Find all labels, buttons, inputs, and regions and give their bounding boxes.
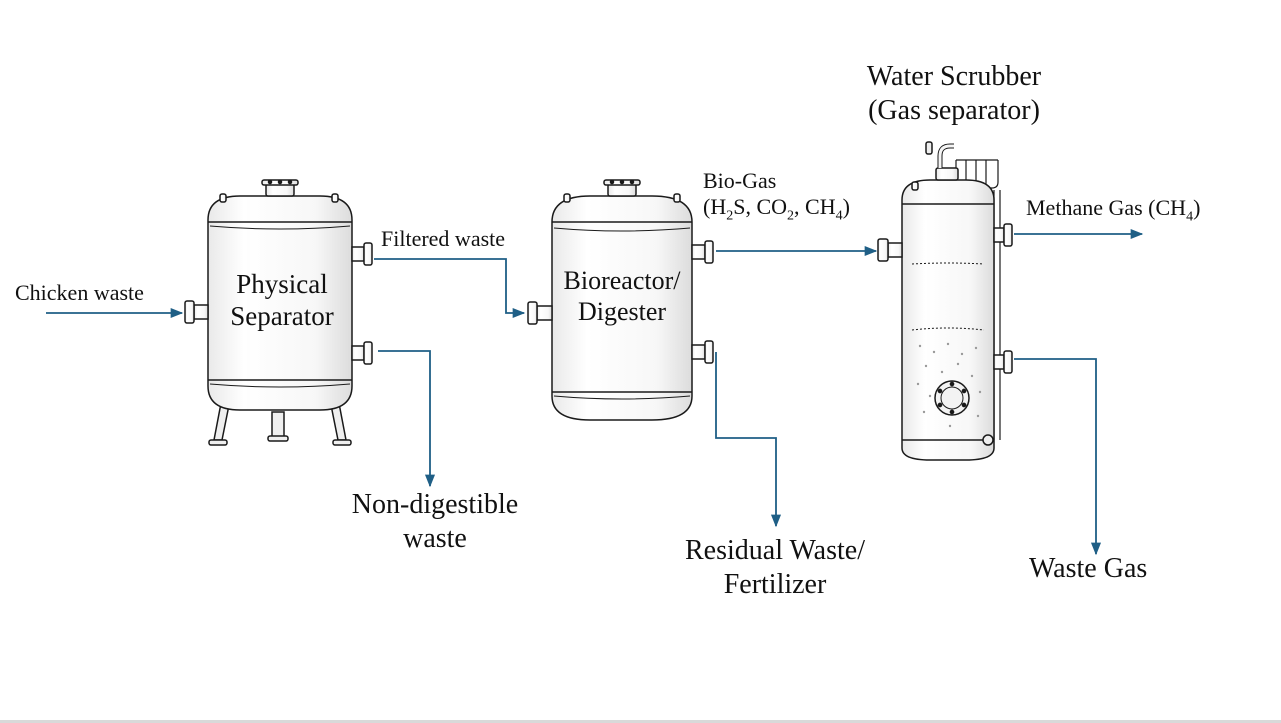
bioreactor-vessel [527, 179, 714, 421]
scrubber-drain-valve [982, 434, 994, 446]
bioreactor-gas-outlet-nozzle [691, 240, 714, 264]
scrubber-methane-outlet-nozzle [993, 223, 1013, 247]
bioreactor-inlet-nozzle [527, 301, 553, 325]
arrow-waste-gas [1014, 358, 1102, 556]
scrubber-waste-gas-outlet-nozzle [993, 350, 1013, 374]
residual-waste-label: Residual Waste/ Fertilizer [685, 535, 865, 600]
physical-separator-vessel [184, 179, 373, 446]
separator-filtered-outlet-nozzle [351, 242, 373, 266]
arrow-filtered-waste [374, 258, 526, 319]
biogas-composition: (H2S, CO2, CH4) [703, 194, 850, 224]
chicken-waste-label: Chicken waste [15, 280, 144, 305]
bottom-divider [0, 720, 1281, 723]
bioreactor-label: Bioreactor/ Digester [563, 266, 681, 327]
non-digestible-label: Non-digestible waste [351, 489, 519, 554]
waste-gas-label: Waste Gas [1029, 553, 1148, 584]
separator-residue-outlet-nozzle [351, 341, 373, 365]
scrubber-bubbles [916, 342, 982, 428]
filtered-waste-label: Filtered waste [381, 226, 506, 251]
biogas-title: Bio-Gas [703, 168, 777, 193]
bioreactor-residue-outlet-nozzle [691, 340, 714, 364]
methane-gas-label: Methane Gas (CH4) [1026, 195, 1201, 225]
scrubber-inlet-nozzle [877, 238, 903, 262]
water-scrubber-label: Water Scrubber (Gas separator) [866, 61, 1042, 126]
arrow-residual [715, 352, 782, 528]
water-scrubber-vessel [877, 141, 1013, 461]
biogas-label: Bio-Gas (H2S, CO2, CH4) [703, 168, 850, 226]
scrubber-manway [934, 380, 970, 416]
separator-inlet-nozzle [184, 300, 209, 324]
separator-legs [208, 397, 352, 446]
arrow-non-digestible [378, 350, 436, 488]
physical-separator-label: Physical Separator [230, 269, 334, 332]
